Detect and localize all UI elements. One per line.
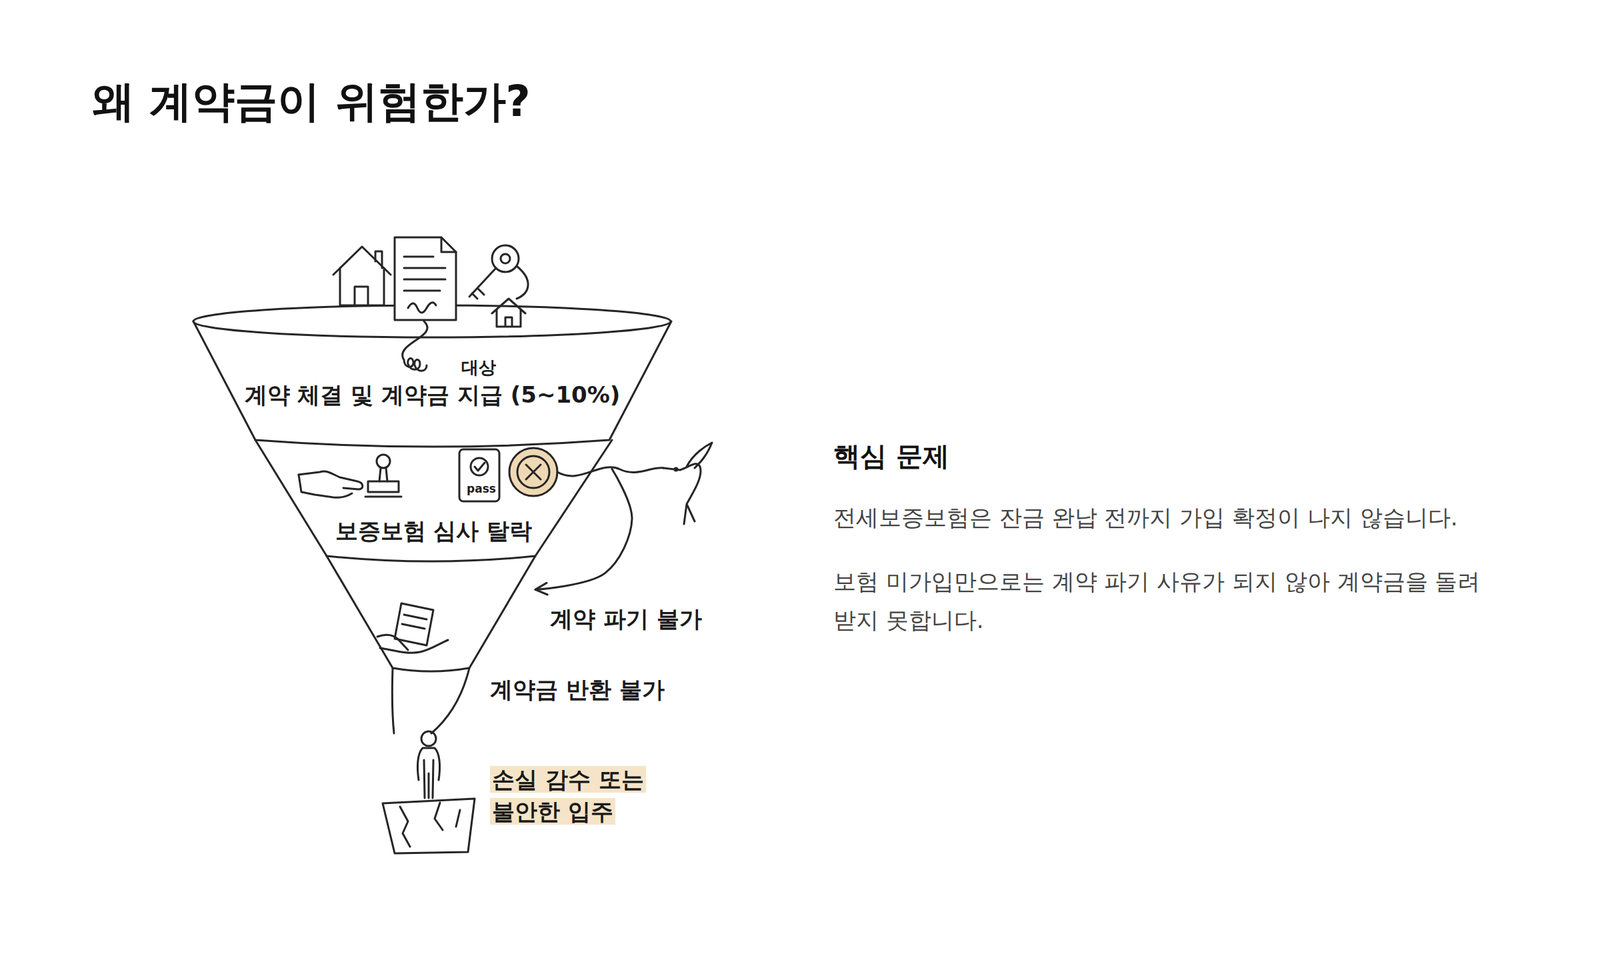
funnel-outline [392,668,470,734]
label-holder: 핵심 문제 [833,438,950,474]
funnel-outline [326,556,536,668]
stage-text-holder: 계약 체결 및 계약금 지급 (5~10%) [193,380,672,410]
funnel-stage: 대상계약 체결 및 계약금 지급 (5~10%) [193,321,672,440]
stamp-text: pass [466,481,496,496]
stage-text-holder: 대상 [461,356,496,379]
funnel-outline-path [193,321,672,447]
outcome-highlight: 손실 감수 또는 불안한 입주 [490,766,646,825]
label-holder: pass [466,481,496,496]
stage-text-holder: 보증보험 심사 탈락 [255,516,612,546]
hands-document-icon [377,603,448,653]
panel-text: 전세보증보험은 잔금 완납 전까지 가입 확정이 나지 않습니다. [833,498,1458,537]
pass-card-icon [459,449,500,502]
person-figure [417,731,440,798]
funnel-stage: 보증보험 심사 탈락 [255,440,612,556]
string-swirl [402,321,428,371]
stage-label: 계약금 반환 불가 [490,674,665,704]
reject-mark [509,448,558,496]
funnel-outline [193,321,672,440]
stage-text-holder: 계약금 반환 불가 [490,674,665,704]
label-holder: 손실 감수 또는 불안한 입주 [490,763,670,828]
panel-text: 보험 미가입만으로는 계약 파기 사유가 되지 않아 계약금을 돌려 받지 못합… [833,562,1507,640]
stage-text-holder: 계약 파기 불가 [550,604,702,634]
diagram-title: 왜 계약금이 위험한가? [92,74,531,128]
panel-heading: 핵심 문제 [833,438,950,474]
handshake-stamp-icon [298,454,402,498]
stage-label: 계약 체결 및 계약금 지급 (5~10%) [244,380,621,410]
funnel-stage: 계약금 반환 불가 [392,668,470,734]
hummingbird [663,442,712,524]
funnel-outline-path [326,556,536,672]
label-holder: 전세보증보험은 잔금 완납 전까지 가입 확정이 나지 않습니다. [833,498,1527,537]
funnel-outline-path [255,440,612,562]
funnel-outline-path [392,668,470,734]
stage-label: 계약 파기 불가 [550,604,702,634]
house-icon [333,246,391,306]
stage-label: 보증보험 심사 탈락 [335,516,533,546]
cliff [382,798,475,854]
contract-icon [394,237,456,320]
decor-wire [557,467,664,476]
stage-label: 대상 [461,356,496,379]
flow-arrow [535,469,632,590]
funnel-stage: 계약 파기 불가 [326,556,536,668]
title-holder: 왜 계약금이 위험한가? [92,74,531,128]
label-holder: 보험 미가입만으로는 계약 파기 사유가 되지 않아 계약금을 돌려 받지 못합… [833,562,1507,640]
key-icon [469,245,528,327]
